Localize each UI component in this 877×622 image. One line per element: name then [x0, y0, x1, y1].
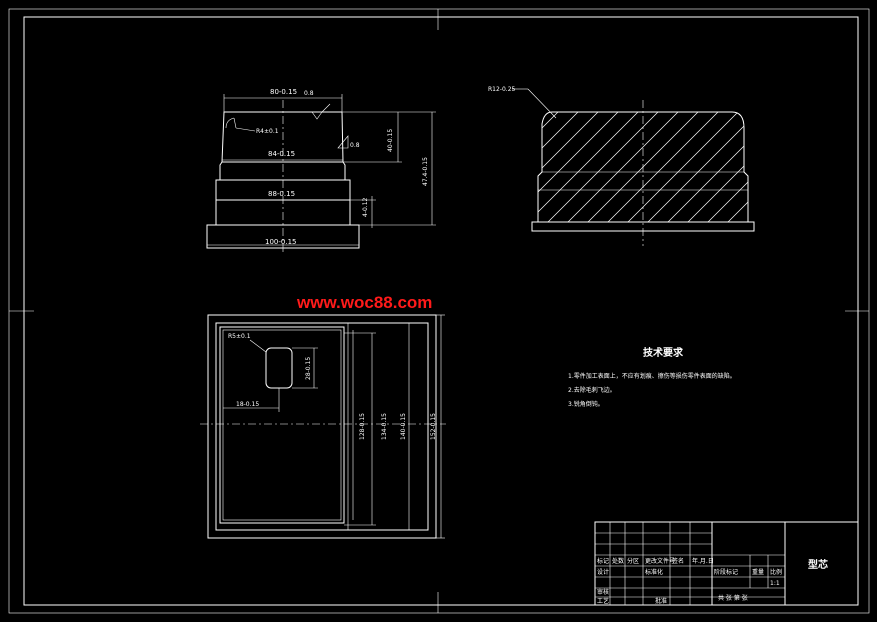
dim-top-width: 80-0.15 — [270, 88, 297, 96]
tb-approve: 批准 — [655, 597, 667, 605]
dim-radius-label: R5±0.1 — [228, 333, 251, 340]
tb-standardization: 标准化 — [645, 568, 663, 576]
technical-requirements: 技术要求 1.零件加工表面上，不应有划痕、擦伤等损伤零件表面的缺陷。 2.去除毛… — [568, 346, 736, 408]
dim-height-2: 134-0.15 — [381, 413, 388, 440]
dim-upper-height: 40-0.15 — [387, 129, 394, 152]
title-block: 标记 处数 分区 更改文件号 签名 年.月.日 设计 标准化 阶段标记 重量 比… — [594, 521, 859, 606]
dim-height-4: 152-0.15 — [430, 413, 437, 440]
tb-label-zone: 分区 — [627, 557, 639, 565]
tb-reviewer: 审核 — [597, 588, 609, 596]
dim-section-radius: R12-0.25 — [488, 86, 516, 93]
top-view: R5±0.1 28-0.15 18-0.15 128-0.15 134-0.15… — [200, 314, 446, 539]
dim-lower-width: 88-0.15 — [268, 190, 295, 198]
tb-label-mark: 标记 — [597, 557, 609, 565]
tb-label-date: 年.月.日 — [692, 557, 714, 565]
dim-total-height: 47.4-0.15 — [422, 157, 429, 186]
tb-designer: 设计 — [597, 568, 609, 576]
tech-req-item-1: 1.零件加工表面上，不应有划痕、擦伤等损伤零件表面的缺陷。 — [568, 372, 736, 380]
tech-req-item-3: 3.锐角倒钝。 — [568, 400, 604, 408]
dim-base-width: 100-0.15 — [265, 238, 296, 246]
tb-process: 工艺 — [597, 597, 609, 605]
dim-height-3: 140-0.15 — [400, 413, 407, 440]
tech-req-item-2: 2.去除毛刺飞边。 — [568, 386, 616, 394]
tb-ratio: 比例 — [770, 568, 782, 576]
tb-label-count: 处数 — [612, 557, 624, 565]
dim-step-height: 4-0.12 — [362, 197, 369, 217]
watermark-text: www.woc88.com — [296, 293, 432, 312]
dim-height-1: 128-0.15 — [359, 413, 366, 440]
front-view: 80-0.15 0.8 R4±0.1 0.8 84-0.15 88-0.15 1… — [206, 88, 436, 252]
tb-label-change-doc: 更改文件号 — [645, 557, 675, 565]
dim-draft: 0.8 — [304, 90, 314, 97]
tech-req-heading: 技术要求 — [643, 346, 684, 359]
tb-stage-mark: 阶段标记 — [714, 568, 738, 576]
tb-label-sign: 签名 — [672, 557, 684, 565]
centering-marks — [9, 9, 869, 613]
section-view: R12-0.25 — [488, 86, 755, 246]
tb-scale-value: 1:1 — [770, 580, 780, 587]
dim-slot-height: 28-0.15 — [305, 357, 312, 380]
dim-mid-width: 84-0.15 — [268, 150, 295, 158]
dim-inner-radius: R4±0.1 — [256, 128, 279, 135]
dim-slot-offset: 18-0.15 — [236, 401, 259, 408]
tb-sheets: 共 张 第 张 — [718, 594, 748, 602]
dim-flat-mark: 0.8 — [350, 142, 360, 149]
tb-part-name: 型芯 — [808, 558, 828, 571]
tb-weight: 重量 — [752, 568, 764, 576]
